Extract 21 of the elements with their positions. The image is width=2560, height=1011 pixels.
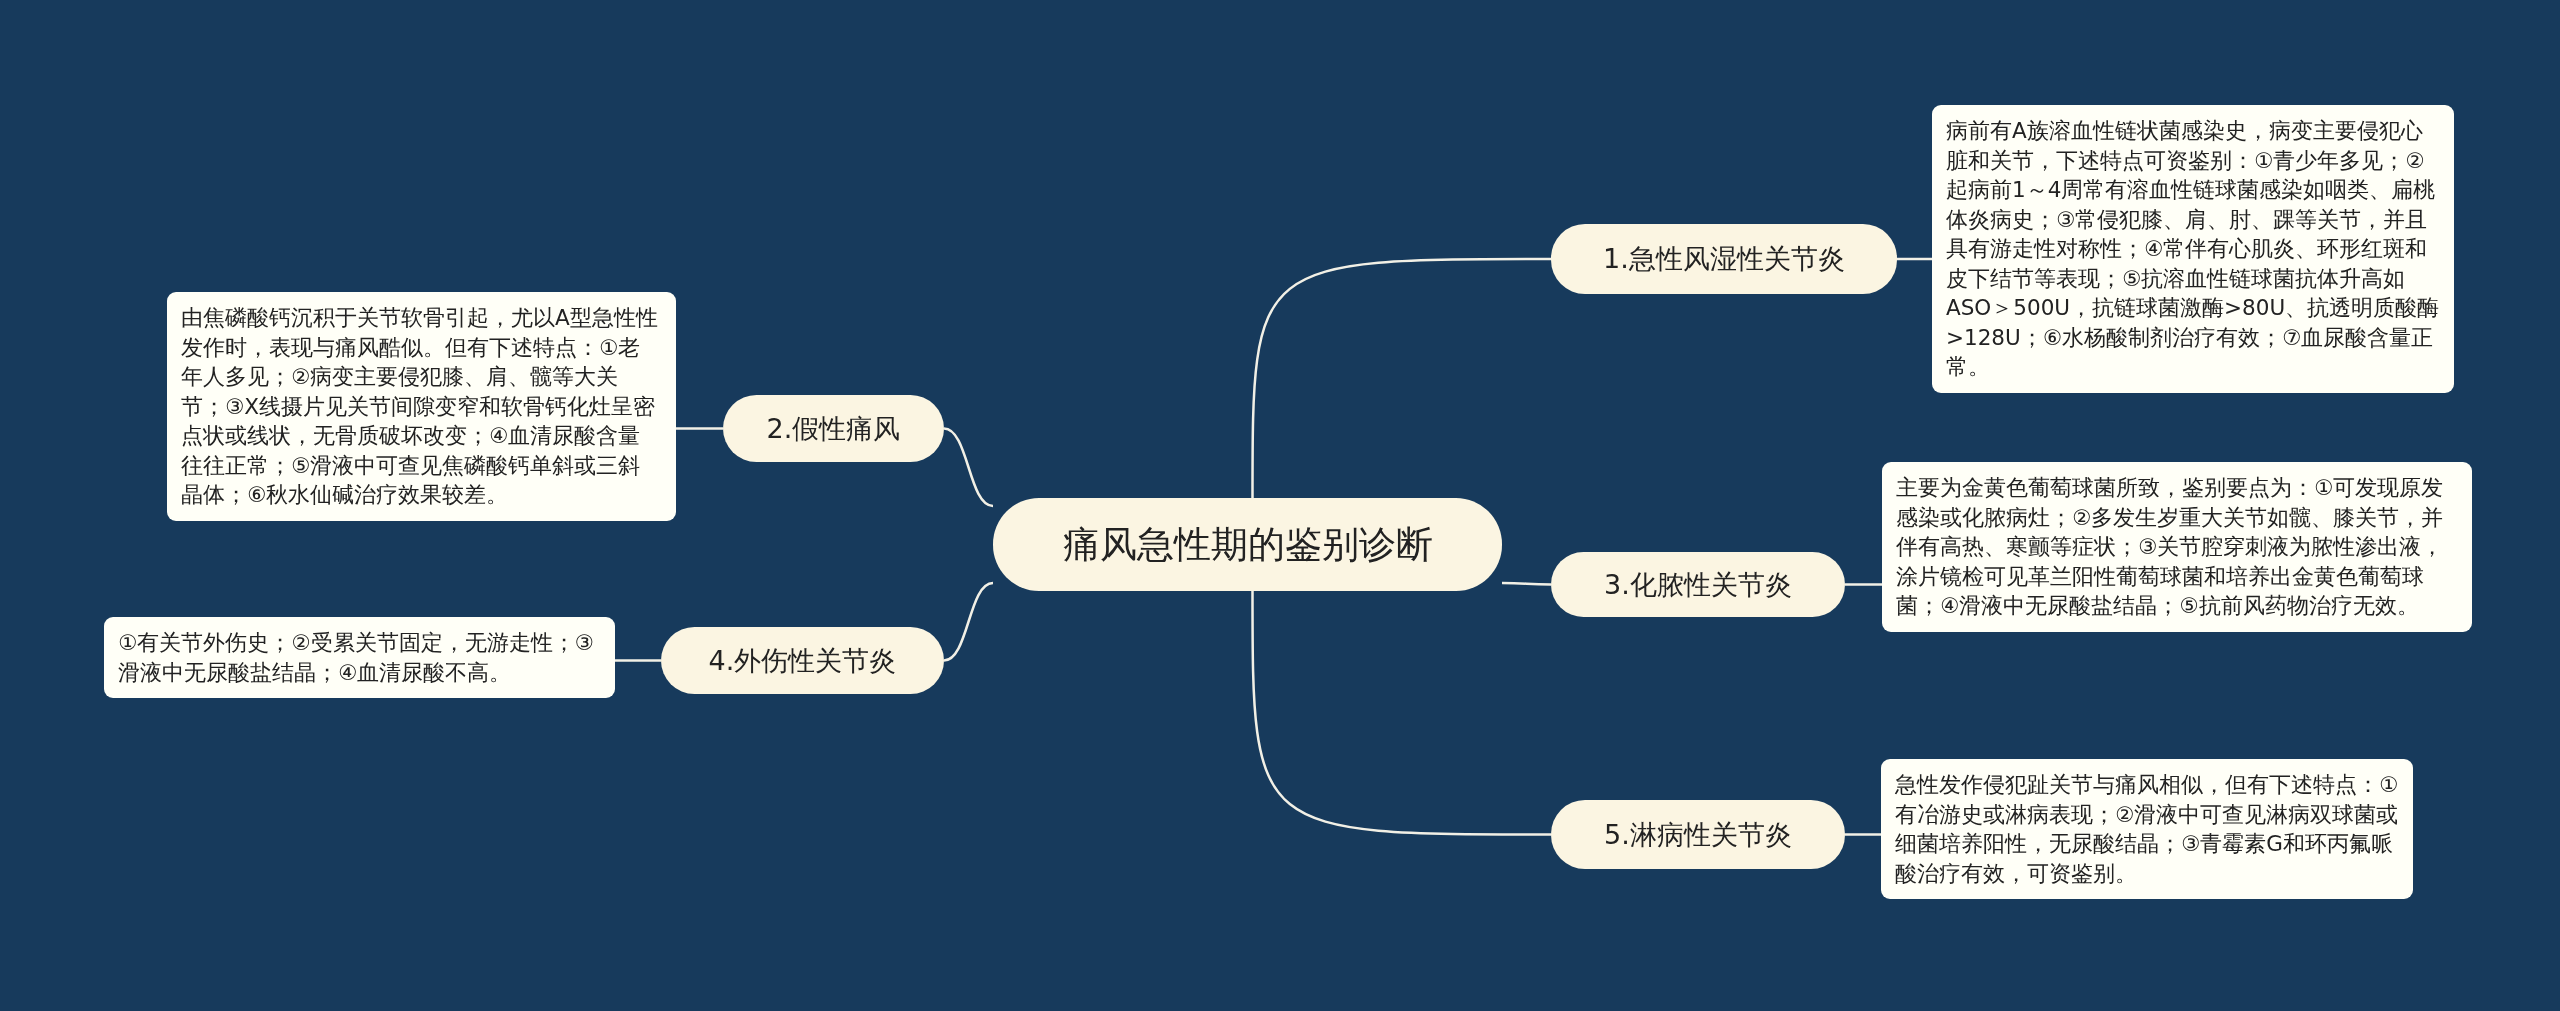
- note-box: 主要为金黄色葡萄球菌所致，鉴别要点为：①可发现原发感染或化脓病灶；②多发生岁重大关节如髋、膝关节，并伴有高热、寒颤等症状；③关节腔穿刺液为脓性渗出液，涂片镜检可见革兰阳性葡萄球菌和培养出金黄色葡萄球菌；④滑液中无尿酸盐结晶；⑤抗前风药物治疗无效。: [1882, 462, 2472, 632]
- note-box: 由焦磷酸钙沉积于关节软骨引起，尤以A型急性性发作时，表现与痛风酷似。但有下述特点：①老年人多见；②病变主要侵犯膝、肩、髋等大关节；③X线摄片见关节间隙变窄和软骨钙化灶呈密点状或线状，无骨质破坏改变；④血清尿酸含量往往正常；⑤滑液中可查见焦磷酸钙单斜或三斜晶体；⑥秋水仙碱治疗效果较差。: [167, 292, 676, 521]
- connector-line: [1251, 591, 1551, 836]
- note-box: 急性发作侵犯趾关节与痛风相似，但有下述特点：①有冶游史或淋病表现；②滑液中可查见淋病双球菌或细菌培养阳性，无尿酸结晶；③青霉素G和环丙氟哌酸治疗有效，可资鉴别。: [1881, 759, 2413, 899]
- connector-line: [676, 427, 723, 430]
- topic-box: 2.假性痛风: [723, 395, 944, 462]
- connector-line: [1251, 257, 1551, 498]
- central-topic: 痛风急性期的鉴别诊断: [993, 498, 1502, 591]
- connector-line: [1845, 583, 1882, 586]
- connector-line: [1502, 581, 1551, 586]
- connector-line: [943, 427, 994, 508]
- connector-line: [943, 581, 994, 662]
- topic-box: 4.外伤性关节炎: [661, 627, 944, 694]
- connector-line: [615, 659, 661, 662]
- topic-box: 3.化脓性关节炎: [1551, 552, 1845, 617]
- note-box: 病前有A族溶血性链状菌感染史，病变主要侵犯心脏和关节，下述特点可资鉴别：①青少年多见；②起病前1～4周常有溶血性链球菌感染如咽类、扁桃体炎病史；③常侵犯膝、肩、肘、踝等关节，并且具有游走性对称性；④常伴有心肌炎、环形红斑和皮下结节等表现；⑤抗溶血性链球菌抗体升高如ASO＞500U，抗链球菌激酶>80U、抗透明质酸酶>128U；⑥水杨酸制剂治疗有效；⑦血尿酸含量正常。: [1932, 105, 2454, 393]
- topic-box: 5.淋病性关节炎: [1551, 800, 1845, 869]
- note-box: ①有关节外伤史；②受累关节固定，无游走性；③滑液中无尿酸盐结晶；④血清尿酸不高。: [104, 617, 615, 698]
- connector-line: [1845, 833, 1881, 836]
- topic-box: 1.急性风湿性关节炎: [1551, 224, 1897, 294]
- connector-line: [1897, 257, 1932, 261]
